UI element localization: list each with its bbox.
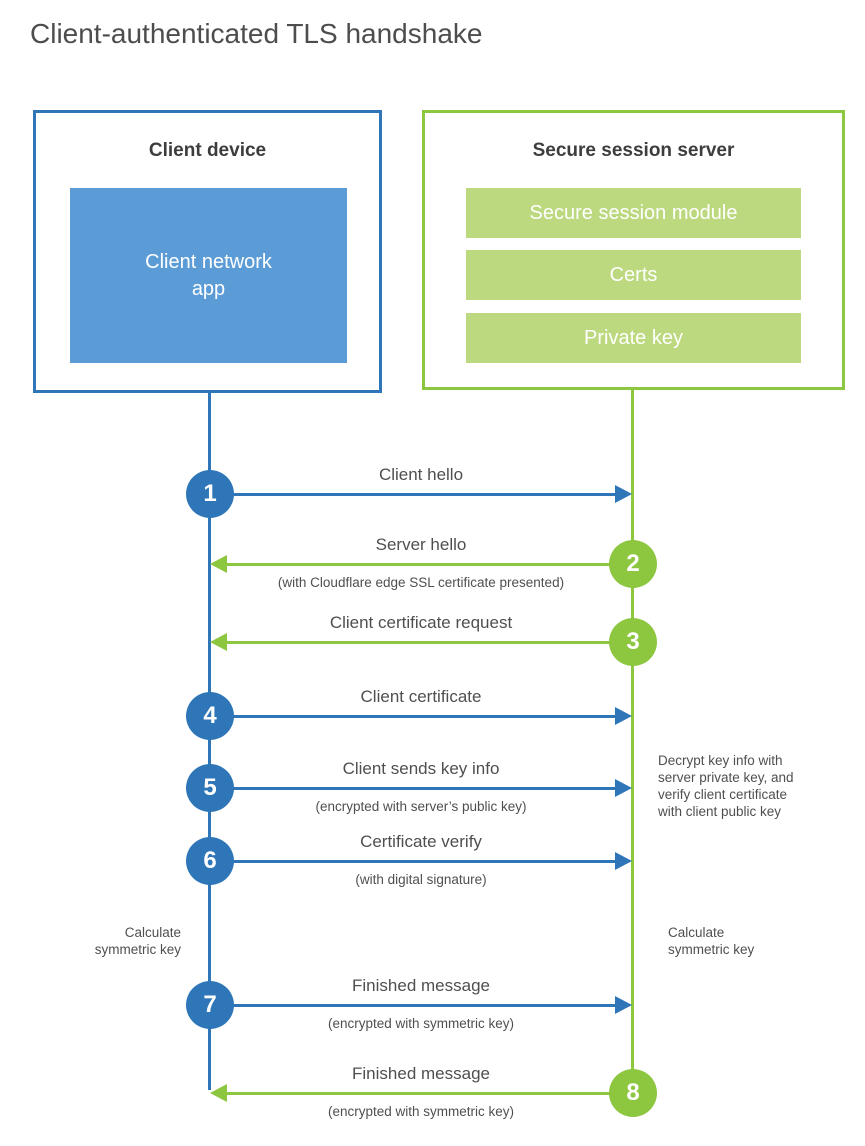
step-5-badge: 5 bbox=[186, 764, 234, 812]
server-module-label: Private key bbox=[584, 326, 683, 349]
step-4-arrowhead-right-icon bbox=[615, 707, 632, 725]
step-2-badge: 2 bbox=[609, 540, 657, 588]
server-module-label: Secure session module bbox=[529, 201, 738, 224]
server-module-label: Certs bbox=[609, 263, 658, 286]
step-3-arrowhead-left-icon bbox=[210, 633, 227, 651]
secure-session-server-title: Secure session server bbox=[532, 140, 735, 161]
step-6-arrowhead-right-icon bbox=[615, 852, 632, 870]
step-5-arrow-shaft bbox=[233, 787, 616, 790]
step-2-sublabel: (with Cloudflare edge SSL certificate pr… bbox=[277, 575, 565, 590]
step-8-sublabel: (encrypted with symmetric key) bbox=[327, 1104, 515, 1119]
step-5-arrowhead-right-icon bbox=[615, 779, 632, 797]
step-6-badge: 6 bbox=[186, 837, 234, 885]
step-3-label: Client certificate request bbox=[329, 613, 513, 632]
step-8-arrowhead-left-icon bbox=[210, 1084, 227, 1102]
step-7-sublabel: (encrypted with symmetric key) bbox=[327, 1016, 515, 1031]
step-5-sublabel: (encrypted with server’s public key) bbox=[315, 799, 527, 814]
step-2-arrow-shaft bbox=[227, 563, 610, 566]
client-lifeline bbox=[208, 393, 211, 1090]
step-8-label: Finished message bbox=[352, 1064, 490, 1083]
calculate-symmetric-key-note-server: Calculate symmetric key bbox=[668, 925, 755, 957]
client-device-box: Client device Client network app bbox=[33, 110, 382, 393]
client-network-app-label: Client network app bbox=[145, 250, 272, 300]
step-3-badge: 3 bbox=[609, 618, 657, 666]
calculate-symmetric-key-note-client: Calculate symmetric key bbox=[94, 925, 181, 957]
server-module-bar: Secure session module bbox=[466, 188, 801, 238]
step-1-label: Client hello bbox=[378, 465, 464, 484]
client-network-app-box: Client network app bbox=[70, 188, 347, 363]
server-module-bar: Certs bbox=[466, 250, 801, 300]
client-device-title: Client device bbox=[148, 140, 267, 161]
step-1-badge: 1 bbox=[186, 470, 234, 518]
step-5-label: Client sends key info bbox=[342, 759, 500, 778]
step-7-arrow-shaft bbox=[233, 1004, 616, 1007]
step-6-arrow-shaft bbox=[233, 860, 616, 863]
step-6-label: Certificate verify bbox=[360, 832, 482, 851]
step-8-arrow-shaft bbox=[227, 1092, 610, 1095]
step-4-badge: 4 bbox=[186, 692, 234, 740]
step-3-arrow-shaft bbox=[227, 641, 610, 644]
step-4-arrow-shaft bbox=[233, 715, 616, 718]
step-6-sublabel: (with digital signature) bbox=[355, 872, 487, 887]
step-1-arrowhead-right-icon bbox=[615, 485, 632, 503]
step-2-label: Server hello bbox=[375, 535, 467, 554]
step-8-badge: 8 bbox=[609, 1069, 657, 1117]
page-title: Client-authenticated TLS handshake bbox=[30, 18, 483, 49]
step-2-arrowhead-left-icon bbox=[210, 555, 227, 573]
secure-session-server-box: Secure session server Secure session mod… bbox=[422, 110, 845, 390]
decrypt-key-note: Decrypt key info with server private key… bbox=[658, 753, 794, 819]
step-7-badge: 7 bbox=[186, 981, 234, 1029]
server-module-bar: Private key bbox=[466, 313, 801, 363]
server-lifeline bbox=[631, 390, 634, 1071]
step-4-label: Client certificate bbox=[360, 687, 482, 706]
step-7-label: Finished message bbox=[352, 976, 490, 995]
step-1-arrow-shaft bbox=[233, 493, 616, 496]
step-7-arrowhead-right-icon bbox=[615, 996, 632, 1014]
